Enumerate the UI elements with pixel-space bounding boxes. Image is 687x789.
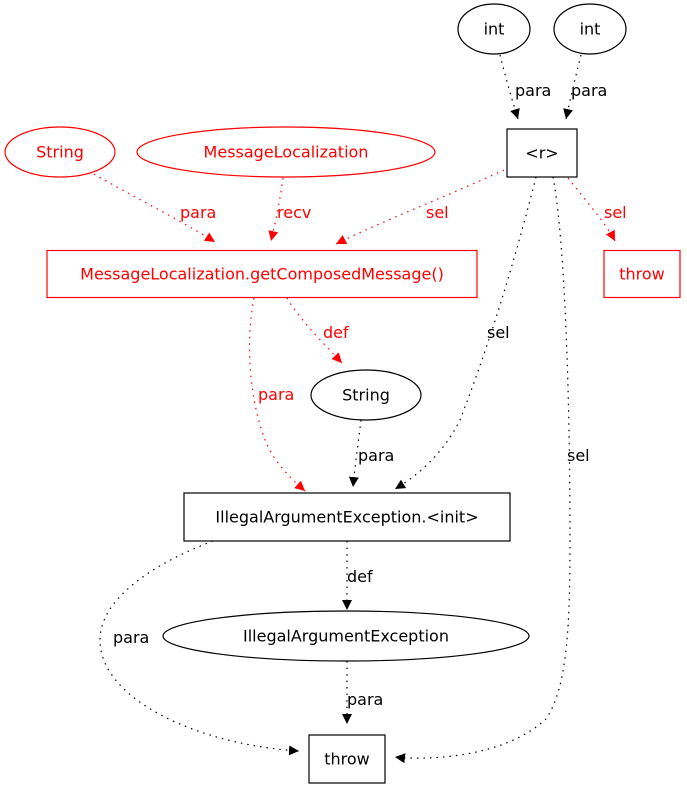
edge-line: [286, 297, 343, 364]
edge-line: [567, 177, 616, 242]
node-shape: [162, 610, 530, 662]
edge-iae_init-to-iae: def: [342, 540, 373, 610]
node-label: <r>: [525, 144, 558, 163]
edge-label: para: [113, 628, 149, 647]
node-shape: [310, 369, 422, 421]
edge-label: para: [515, 81, 551, 100]
edge-label: para: [358, 446, 394, 465]
edge-getmsg-to-string_black: def: [286, 297, 349, 364]
edge-line: [394, 176, 537, 490]
edge-r-to-iae_init: sel: [394, 176, 537, 490]
edge-label: sel: [604, 203, 627, 222]
edge-line: [499, 54, 520, 120]
edge-label: para: [347, 690, 383, 709]
edge-iae-to-throw_black: para: [342, 660, 383, 724]
node-int-a[interactable]: int: [457, 3, 531, 55]
edge-int_b-to-r: para: [563, 54, 607, 120]
node-int-b[interactable]: int: [553, 3, 627, 55]
node-shape: [46, 249, 478, 299]
node-label: MessageLocalization.getComposedMessage(): [80, 265, 444, 284]
node-label: MessageLocalization: [204, 143, 369, 162]
edge-label: sel: [567, 446, 590, 465]
edge-label: def: [347, 567, 373, 586]
edge-line: [248, 297, 306, 492]
edge-label: sel: [426, 203, 449, 222]
node-shape: [183, 492, 511, 542]
edge-string_red-to-getmsg: para: [93, 173, 216, 243]
edge-string_black-to-iae_init: para: [348, 419, 394, 488]
edge-label: def: [323, 323, 349, 342]
node-label: int: [484, 20, 505, 39]
node-label: throw: [324, 750, 370, 769]
node-shape: [4, 126, 116, 178]
edge-iae_init-to-throw_black: para: [99, 540, 300, 756]
node-shape: [136, 126, 436, 178]
edge-r-to-throw_black: sel: [394, 176, 590, 764]
node-label: IllegalArgumentException: [243, 627, 449, 646]
node-string-red[interactable]: String: [4, 126, 116, 178]
node-label: IllegalArgumentException.<init>: [215, 508, 478, 527]
edge-getmsg-to-iae_init: para: [248, 297, 306, 492]
node-r[interactable]: <r>: [506, 128, 578, 178]
node-iae-init[interactable]: IllegalArgumentException.<init>: [183, 492, 511, 542]
edge-line: [335, 169, 505, 245]
node-label: throw: [619, 265, 665, 284]
node-label: String: [342, 386, 390, 405]
node-shape: [603, 249, 681, 299]
node-getmsg[interactable]: MessageLocalization.getComposedMessage(): [46, 249, 478, 299]
edge-line: [563, 54, 582, 120]
node-label: int: [580, 20, 601, 39]
node-string-black[interactable]: String: [310, 369, 422, 421]
edge-label: recv: [277, 203, 311, 222]
node-shape: [457, 3, 531, 55]
edge-label: para: [258, 385, 294, 404]
node-throw-black[interactable]: throw: [308, 734, 386, 784]
node-msgloc[interactable]: MessageLocalization: [136, 126, 436, 178]
node-label: String: [36, 143, 84, 162]
node-throw-red[interactable]: throw: [603, 249, 681, 299]
edge-line: [348, 419, 362, 488]
edge-label: para: [180, 203, 216, 222]
node-iae[interactable]: IllegalArgumentException: [162, 610, 530, 662]
node-shape: [506, 128, 578, 178]
edge-msgloc-to-getmsg: recv: [268, 177, 311, 242]
node-shape: [308, 734, 386, 784]
edge-r-to-throw_red: sel: [567, 177, 627, 242]
edge-int_a-to-r: para: [499, 54, 551, 120]
edge-label: sel: [487, 323, 510, 342]
edge-label: para: [571, 81, 607, 100]
edge-r-to-getmsg: sel: [335, 169, 505, 245]
node-shape: [553, 3, 627, 55]
edge-line: [93, 173, 216, 243]
